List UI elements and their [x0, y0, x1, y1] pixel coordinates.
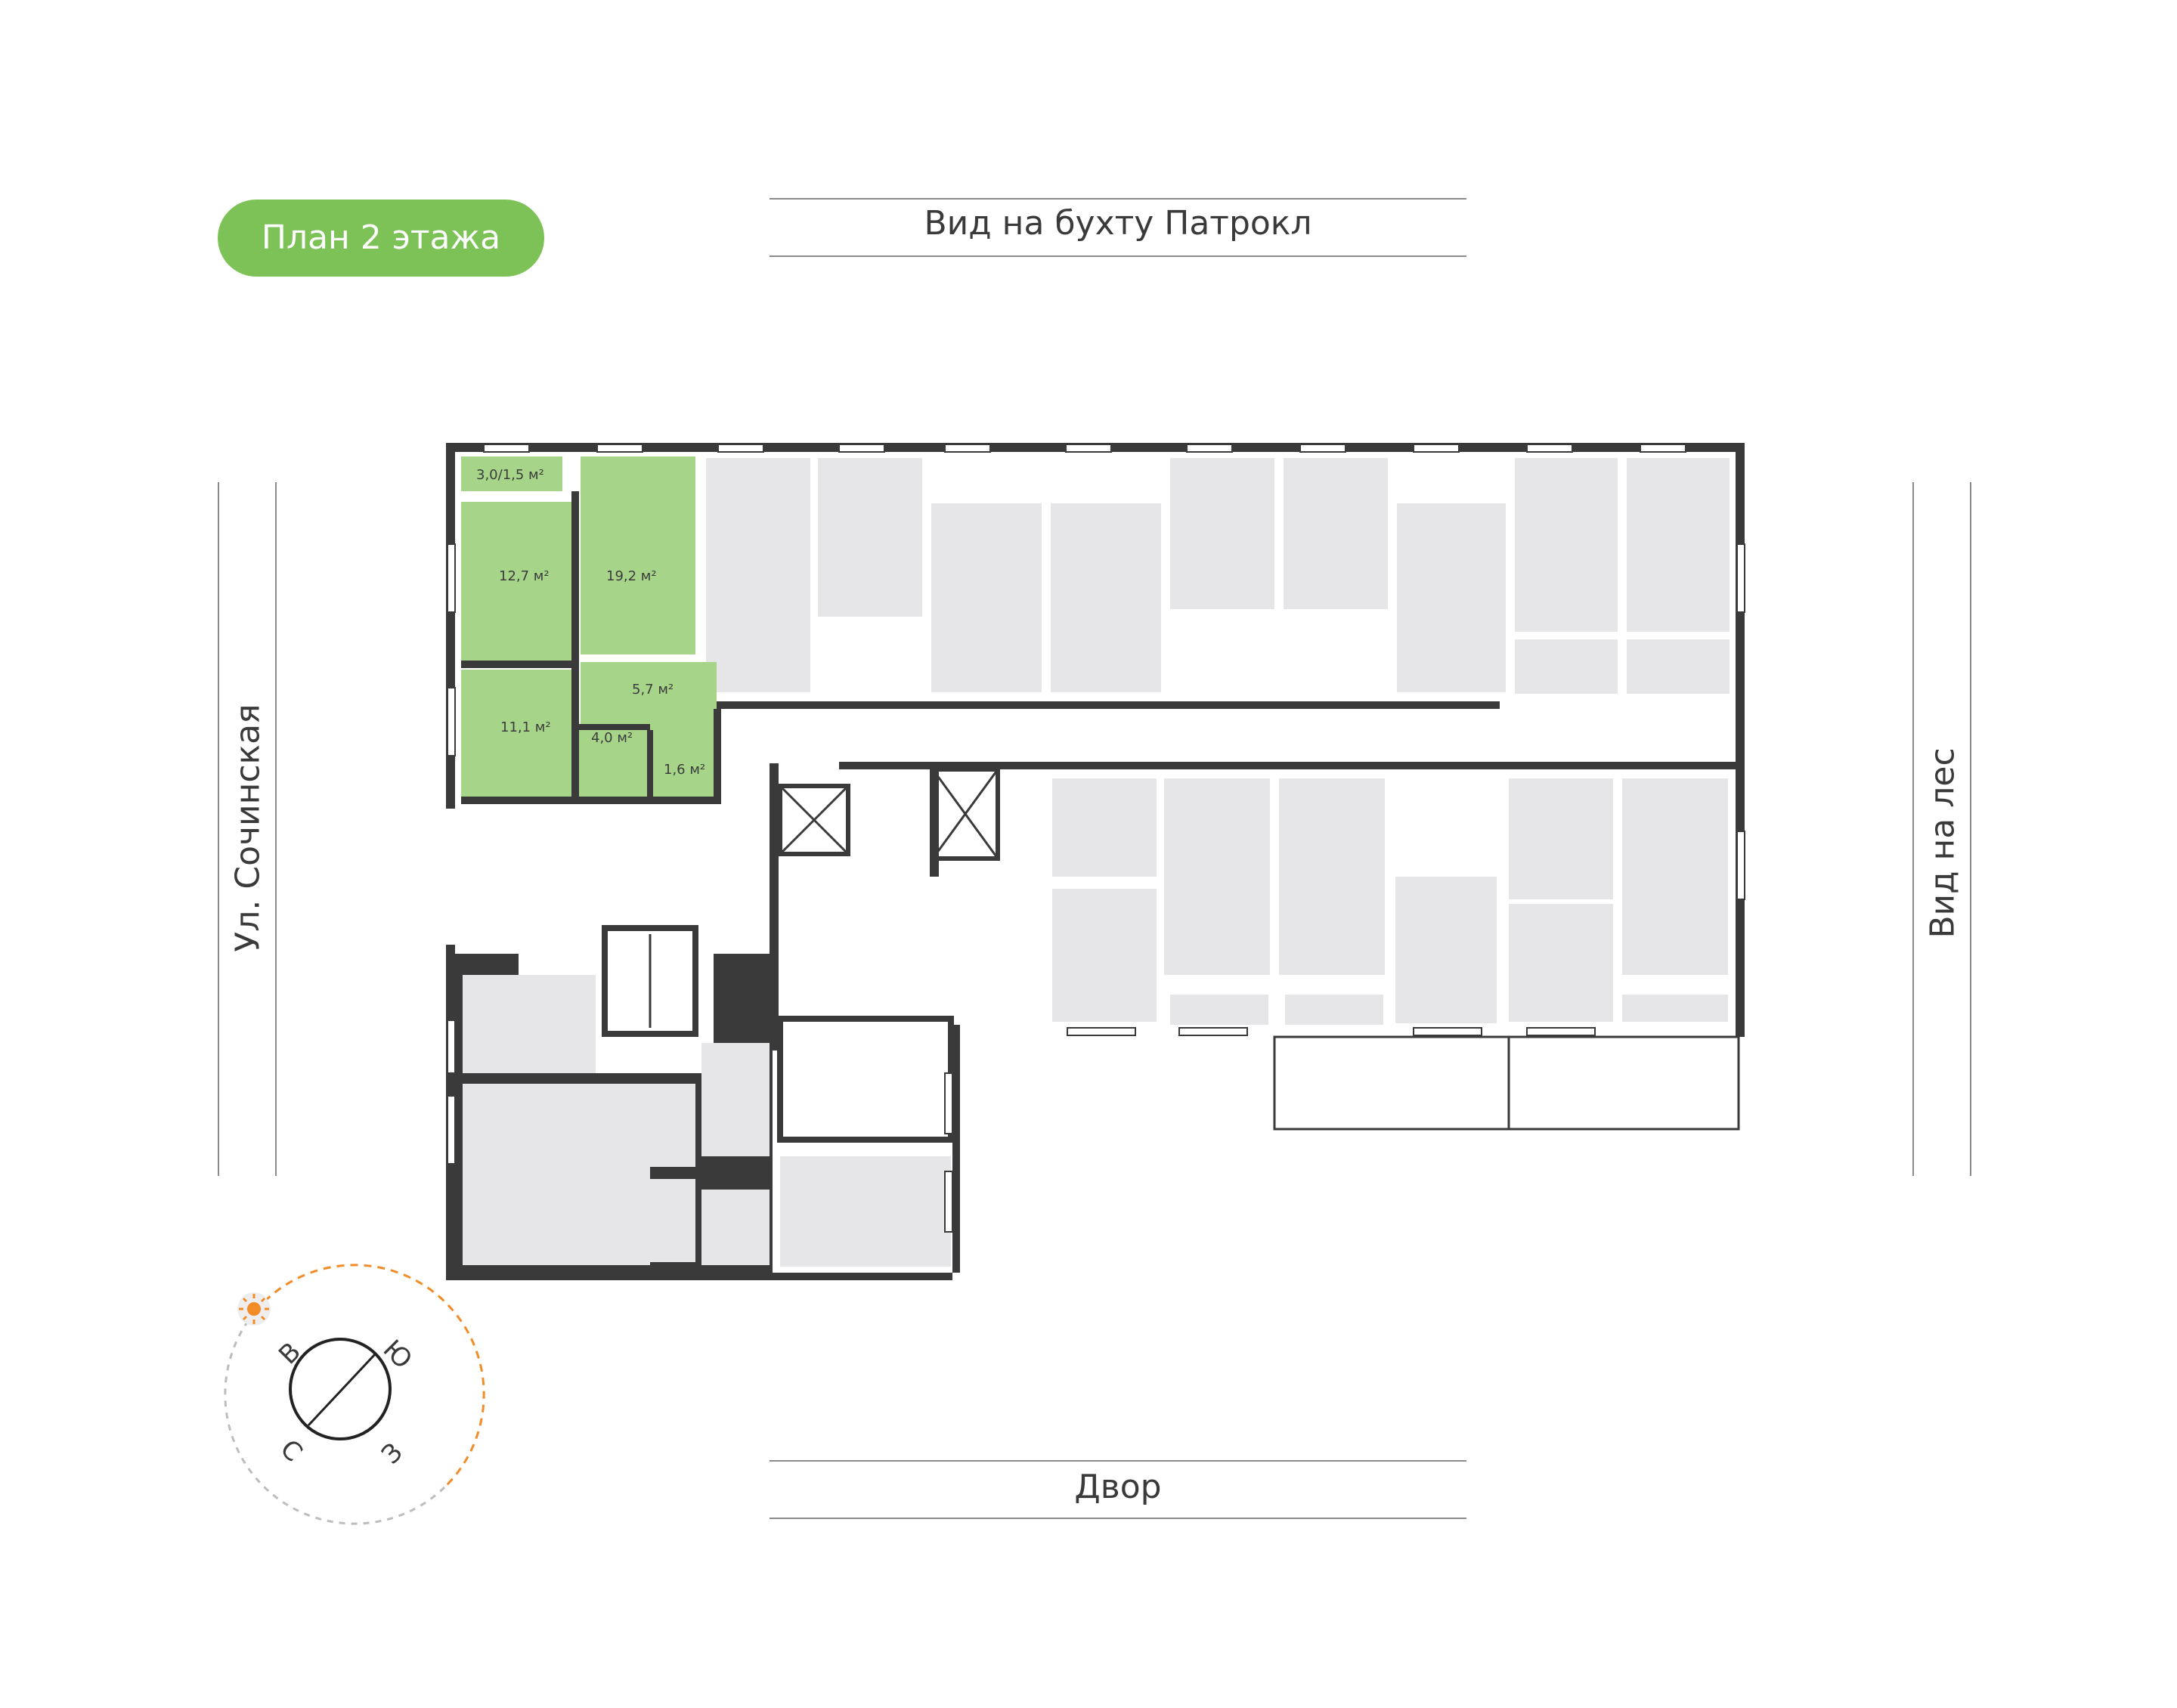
compass: В Ю С З [224, 1264, 485, 1525]
room-west-wc [650, 1179, 695, 1262]
room-west-1 [463, 975, 596, 1073]
apt-room-b [581, 456, 695, 654]
compass-needle [307, 1353, 376, 1427]
top-rule-2 [770, 255, 1466, 257]
balconies [1273, 1035, 1740, 1131]
corridor [714, 709, 1500, 762]
left-rule-1 [218, 482, 219, 1176]
bottom-rule-1 [770, 1460, 1466, 1462]
area-room-b: 19,2 м² [606, 568, 657, 584]
apt-bath [574, 730, 646, 797]
corridor-wall-bottom [839, 762, 1739, 769]
top-view-label: Вид на бухту Патрокл [924, 204, 1312, 243]
right-rule-1 [1912, 482, 1914, 1176]
left-wing [457, 763, 1000, 1267]
corridor-wall-top [714, 701, 1500, 709]
room-west-bath [650, 1084, 695, 1167]
area-bath: 4,0 м² [591, 730, 633, 746]
area-room-a: 12,7 м² [499, 568, 550, 584]
sun-path [263, 1264, 485, 1489]
bottom-view-label: Двор [1074, 1468, 1162, 1506]
bottom-rule-2 [770, 1518, 1466, 1519]
room-west-4 [780, 1156, 951, 1267]
compass-north: С [274, 1434, 308, 1468]
room-west-2 [463, 1084, 650, 1265]
right-rule-2 [1970, 482, 1971, 1176]
room-west-bath2 [701, 1190, 770, 1265]
area-labels: 3,0/1,5 м² 12,7 м² 19,2 м² 5,7 м² 11,1 м… [476, 467, 705, 778]
highlighted-apartment[interactable] [461, 456, 721, 804]
compass-east: В [273, 1337, 307, 1371]
area-room-c: 11,1 м² [500, 719, 551, 735]
area-balcony: 3,0/1,5 м² [476, 467, 544, 483]
compass-dial [289, 1338, 392, 1440]
area-hall: 5,7 м² [632, 682, 674, 698]
compass-south: Ю [377, 1334, 418, 1375]
top-rule-1 [770, 198, 1466, 200]
apt-room-c [461, 670, 571, 797]
room-lift-hall [457, 809, 714, 877]
compass-west: З [376, 1437, 409, 1471]
apt-room-a [461, 502, 571, 661]
room-west-3 [701, 1043, 770, 1156]
north-apartments [706, 458, 1730, 694]
windows [447, 444, 1745, 1233]
apt-balcony [461, 456, 562, 491]
area-wc: 1,6 м² [664, 762, 705, 778]
sun-path-rest [224, 1300, 446, 1525]
south-apartments [1052, 778, 1728, 1025]
left-rule-2 [275, 482, 277, 1176]
floor-plan-badge: План 2 этажа [218, 200, 544, 277]
